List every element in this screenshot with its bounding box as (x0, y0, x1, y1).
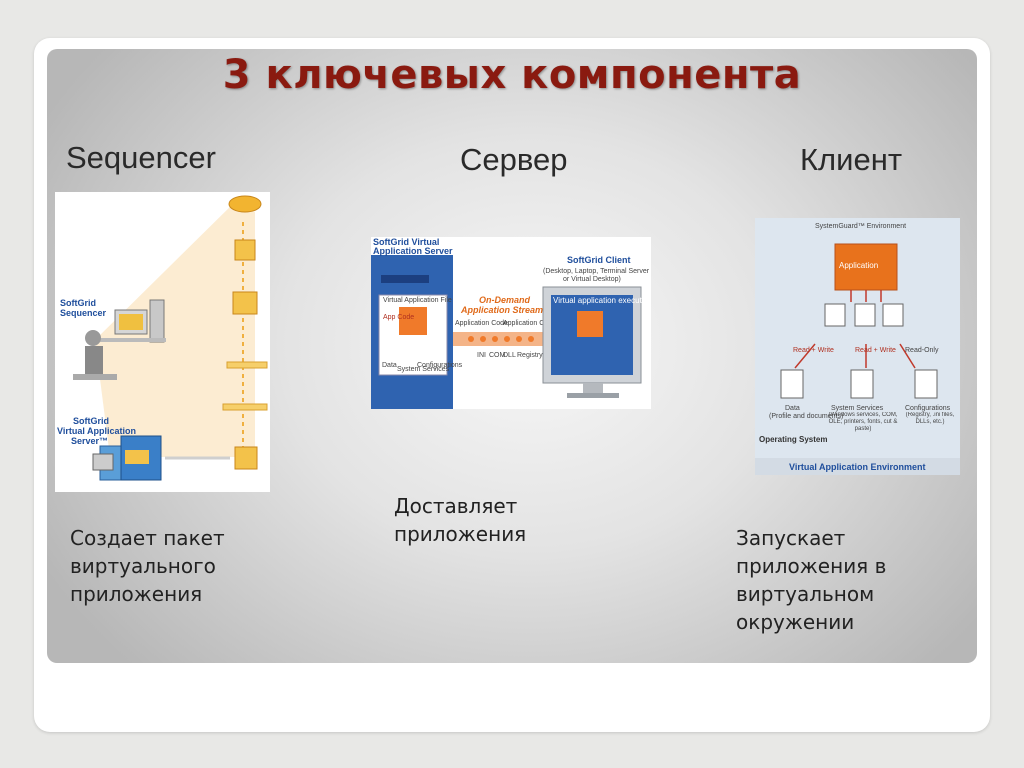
svg-text:Application Code: Application Code (503, 320, 556, 327)
svg-text:COM: COM (489, 352, 506, 359)
slide-title: 3 ключевых компонента (222, 52, 802, 98)
column-header-sequencer: Sequencer (66, 140, 216, 175)
svg-text:Configurations: Configurations (905, 405, 951, 412)
svg-text:Sequencer: Sequencer (60, 308, 107, 318)
svg-text:Application Server: Application Server (373, 246, 453, 256)
sequencer-diagram: SoftGrid Sequencer SoftGrid Virtual Appl… (55, 192, 270, 492)
client-description: Запускает приложения в виртуальном окруж… (736, 526, 887, 634)
svg-text:Virtual Application: Virtual Application (57, 426, 136, 436)
svg-text:Read-Only: Read-Only (905, 347, 939, 354)
streaming-label: On-Demand (479, 295, 531, 305)
systemguard-label: SystemGuard™ Environment (815, 223, 906, 230)
svg-text:Operating System: Operating System (759, 435, 827, 444)
column-header-client: Клиент (800, 142, 903, 177)
svg-text:Server™: Server™ (71, 436, 108, 446)
svg-text:Data: Data (382, 362, 397, 369)
svg-text:Registry Entry: Registry Entry (517, 352, 561, 359)
svg-text:Data: Data (785, 405, 800, 412)
svg-text:Virtual application executing: Virtual application executing (553, 296, 651, 305)
application-box-label: Application (839, 261, 878, 270)
server-diagram: SoftGrid Virtual Application Server Virt… (371, 237, 652, 409)
svg-text:Configurations: Configurations (417, 362, 463, 369)
svg-text:Read + Write: Read + Write (855, 347, 896, 354)
svg-text:System Services: System Services (831, 405, 884, 412)
svg-text:App Code: App Code (383, 314, 414, 321)
svg-text:Read + Write: Read + Write (793, 347, 834, 354)
column-header-server: Сервер (460, 142, 568, 177)
svg-text:System Services: System Services (397, 366, 450, 373)
svg-text:Virtual Application File: Virtual Application File (383, 297, 452, 304)
svg-text:(Profile and documents): (Profile and documents) (769, 413, 843, 420)
svg-text:(Desktop, Laptop, Terminal Ser: (Desktop, Laptop, Terminal Server (543, 268, 650, 275)
server-label: SoftGrid (73, 416, 109, 426)
sequencer-label: SoftGrid (60, 298, 96, 308)
server-title: SoftGrid Virtual (373, 237, 439, 247)
svg-text:DLL: DLL (503, 352, 516, 359)
svg-text:INI: INI (477, 352, 486, 359)
vae-label: Virtual Application Environment (789, 462, 926, 472)
client-title: SoftGrid Client (567, 255, 631, 265)
svg-text:Application Streaming: Application Streaming (460, 305, 557, 315)
svg-text:or Virtual Desktop): or Virtual Desktop) (563, 276, 621, 283)
client-diagram: SystemGuard™ Environment Application Rea… (755, 218, 960, 475)
server-description: Доставляет приложения (394, 494, 527, 546)
sequencer-description: Создает пакет виртуального приложения (70, 526, 225, 606)
svg-text:Application Code: Application Code (455, 320, 508, 327)
